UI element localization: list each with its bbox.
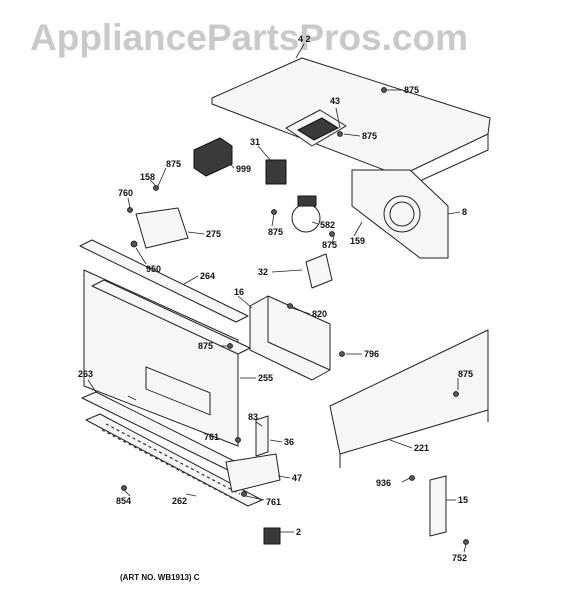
callout-label: 820: [312, 309, 327, 319]
electronic-control-part: [249, 295, 331, 381]
callout-label: 936: [376, 478, 391, 488]
callout-label: 43: [330, 96, 340, 106]
callout-label: 159: [350, 236, 365, 246]
top-cover-part: [211, 57, 491, 191]
mounting-bracket-part: [135, 207, 189, 249]
callout-label: 752: [452, 553, 467, 563]
callout-label: 875: [404, 85, 419, 95]
damper-motor-part: [305, 253, 333, 289]
fan-motor-part: [291, 195, 321, 233]
rear-panel-part: [329, 329, 489, 468]
relay-block-part: [193, 137, 233, 177]
leader-lines: [87, 43, 467, 553]
callout-label: 875: [458, 369, 473, 379]
screw-fasteners: [121, 87, 469, 545]
side-bracket-part: [351, 169, 449, 259]
callout-label: 875: [268, 227, 283, 237]
callout-label: 263: [78, 369, 93, 379]
callout-label: 875: [362, 131, 377, 141]
callout-label: 31: [250, 137, 260, 147]
callout-label: 760: [118, 188, 133, 198]
callout-label: 875: [198, 341, 213, 351]
callout-label: 8: [462, 207, 467, 217]
callout-label: 4 2: [298, 34, 311, 44]
callout-label: 264: [200, 271, 215, 281]
callout-labels: 4 2 43 875 875 31 999 875 158 760 275 58…: [78, 34, 473, 563]
callout-label: 32: [258, 267, 268, 277]
callout-label: 275: [206, 229, 221, 239]
callout-label: 999: [236, 164, 251, 174]
callout-label: 950: [146, 264, 161, 274]
callout-label: 47: [292, 473, 302, 483]
callout-label: 16: [234, 287, 244, 297]
switch-bracket-part: [225, 415, 447, 545]
callout-label: 761: [204, 432, 219, 442]
callout-label: 36: [284, 437, 294, 447]
callout-label: 796: [364, 349, 379, 359]
callout-label: 255: [258, 373, 273, 383]
callout-label: 262: [172, 496, 187, 506]
callout-label: 158: [140, 172, 155, 182]
vent-grille-part: [85, 413, 263, 507]
callout-label: 582: [320, 220, 335, 230]
watermark-text: AppliancePartsPros.com: [30, 17, 468, 58]
callout-label: 83: [248, 412, 258, 422]
callout-label: 2: [296, 527, 301, 537]
control-panel-part: [83, 269, 239, 447]
art-number: (ART NO. WB1913) C: [120, 573, 200, 582]
junction-box-part: [265, 159, 287, 185]
callout-label: 875: [166, 159, 181, 169]
callout-label: 15: [458, 495, 468, 505]
callout-label: 854: [116, 496, 131, 506]
callout-label: 761: [266, 497, 281, 507]
callout-label: 875: [322, 240, 337, 250]
callout-label: 221: [414, 443, 429, 453]
